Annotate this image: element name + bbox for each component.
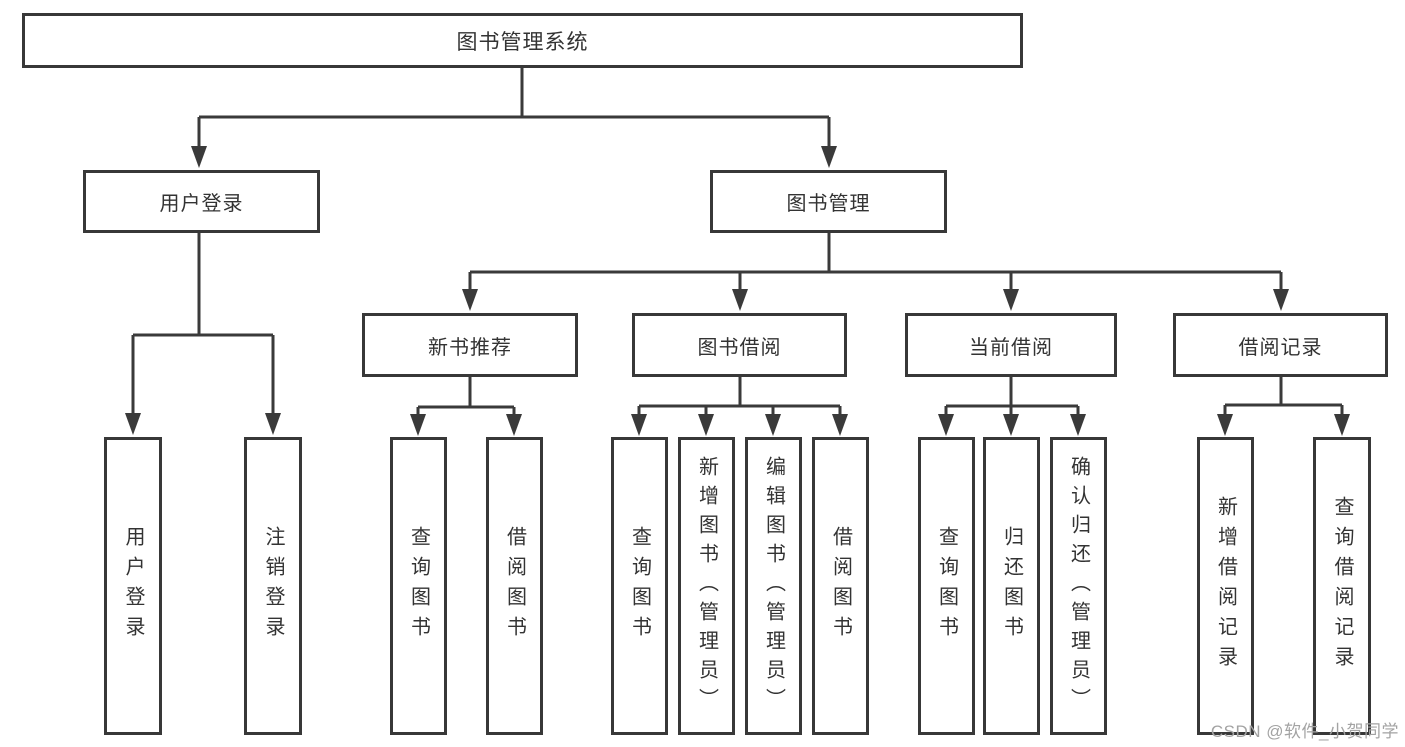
leaf-logout: 注销登录	[244, 437, 302, 735]
node-label: 图书管理	[786, 193, 871, 215]
leaf-return-books: 归还图书	[983, 437, 1040, 735]
arrowhead-icons	[125, 146, 1350, 436]
node-book-management: 图书管理	[710, 170, 947, 233]
node-label: 借阅图书	[829, 526, 852, 646]
leaf-query-books-current: 查询图书	[918, 437, 975, 735]
leaf-borrow-books-recommend: 借阅图书	[486, 437, 543, 735]
leaf-edit-books-admin: 编辑图书（管理员）	[745, 437, 802, 735]
leaf-add-borrow-record: 新增借阅记录	[1197, 437, 1254, 735]
leaf-user-login: 用户登录	[104, 437, 162, 735]
node-book-borrowing: 图书借阅	[632, 313, 847, 377]
node-new-book-recommendation: 新书推荐	[362, 313, 578, 377]
node-label: 借阅记录	[1238, 336, 1323, 359]
node-label: 用户登录	[159, 193, 244, 215]
node-current-borrowing: 当前借阅	[905, 313, 1117, 377]
leaf-query-borrow-record: 查询借阅记录	[1313, 437, 1371, 735]
node-borrowing-records: 借阅记录	[1173, 313, 1388, 377]
csdn-watermark: CSDN @软件_小贺同学	[1210, 722, 1399, 741]
node-label: 注销登录	[262, 526, 284, 646]
node-label: 查询图书	[628, 526, 651, 646]
node-label: 用户登录	[122, 526, 144, 646]
node-label: 确认归还（管理员）	[1067, 455, 1090, 717]
node-label: 借阅图书	[503, 526, 526, 646]
leaf-query-books-borrow: 查询图书	[611, 437, 668, 735]
node-user-login: 用户登录	[83, 170, 320, 233]
node-label: 图书借阅	[697, 336, 782, 359]
node-label: 查询借阅记录	[1331, 496, 1353, 676]
node-library-management-system: 图书管理系统	[22, 13, 1023, 68]
leaf-query-books-recommend: 查询图书	[390, 437, 447, 735]
node-label: 查询图书	[407, 526, 430, 646]
node-label: 新书推荐	[428, 336, 512, 359]
node-label: 归还图书	[1000, 526, 1023, 646]
node-label: 新增图书（管理员）	[695, 455, 718, 717]
leaf-borrow-books: 借阅图书	[812, 437, 869, 735]
node-label: 新增借阅记录	[1214, 496, 1237, 676]
node-label: 图书管理系统	[456, 30, 589, 54]
leaf-add-books-admin: 新增图书（管理员）	[678, 437, 735, 735]
node-label: 查询图书	[935, 526, 958, 646]
leaf-confirm-return-admin: 确认归还（管理员）	[1050, 437, 1107, 735]
node-label: 编辑图书（管理员）	[762, 455, 785, 717]
node-label: 当前借阅	[969, 336, 1053, 359]
